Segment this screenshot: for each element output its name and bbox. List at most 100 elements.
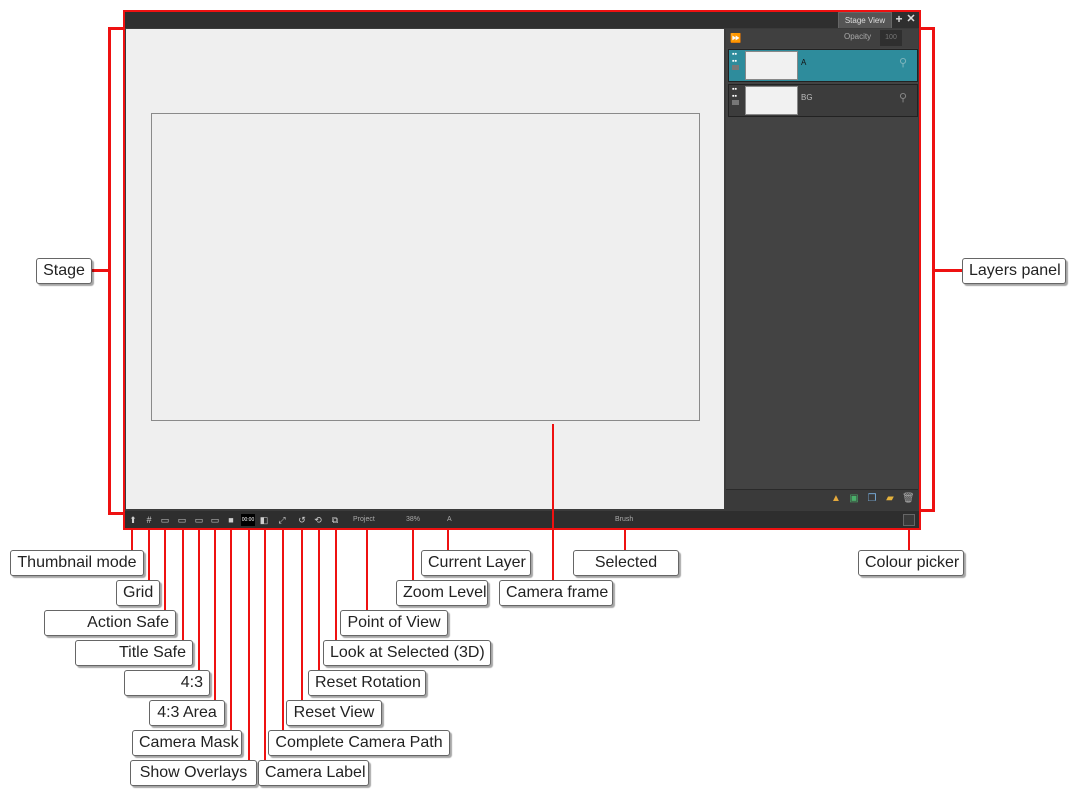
label-look-at-selected: Look at Selected (3D): [323, 640, 491, 666]
window-border-line: [123, 10, 921, 12]
layers-bracket-line: [932, 27, 935, 512]
label-camera-frame: Camera frame: [499, 580, 613, 606]
camera-frame-leader-line: [552, 424, 554, 581]
label-action-safe: Action Safe: [44, 610, 176, 636]
label-layers-panel: Layers panel: [962, 258, 1066, 284]
label-reset-rotation: Reset Rotation: [308, 670, 426, 696]
grid-icon[interactable]: #: [146, 515, 152, 525]
leader-line: [131, 530, 133, 551]
window-border-line: [123, 10, 125, 530]
leader-line: [301, 530, 303, 701]
layer-name: BG: [801, 93, 813, 102]
leader-line: [164, 530, 166, 611]
layer-lock-toggle-icon[interactable]: [732, 100, 739, 105]
layers-panel-header: ⏩ Opacity 100: [726, 29, 918, 48]
point-of-view-dropdown[interactable]: Project: [353, 516, 375, 523]
show-overlays-icon[interactable]: ◧: [259, 515, 269, 525]
import-icon[interactable]: ▰: [886, 493, 894, 504]
label-camera-mask: Camera Mask: [132, 730, 242, 756]
label-colour-picker: Colour picker: [858, 550, 964, 576]
layer-thumbnail: [745, 86, 798, 115]
layers-bracket-line: [920, 27, 935, 30]
leader-line: [198, 530, 200, 671]
layer-visibility-icon[interactable]: ▪▪▪▪: [732, 86, 737, 100]
view-titlebar: Stage View + ✕: [124, 10, 920, 28]
window-border-line: [123, 528, 921, 530]
window-border-line: [919, 10, 921, 530]
label-complete-camera-path: Complete Camera Path: [268, 730, 450, 756]
close-icon[interactable]: ✕: [906, 13, 916, 25]
label-current-layer: Current Layer: [421, 550, 531, 576]
label-reset-view: Reset View: [286, 700, 382, 726]
stage-bracket-line: [108, 512, 124, 515]
stage-bracket-line: [108, 27, 111, 515]
complete-camera-path-icon[interactable]: ⤢: [278, 515, 286, 525]
label-grid: Grid: [116, 580, 160, 606]
add-image-layer-icon[interactable]: ▣: [849, 493, 859, 504]
action-safe-icon[interactable]: ▭: [160, 515, 170, 525]
label-title-safe: Title Safe: [75, 640, 193, 666]
leader-line: [447, 530, 449, 551]
opacity-field[interactable]: 100: [880, 30, 902, 46]
current-layer-text: A: [447, 516, 452, 523]
stage-view-window: Stage View + ✕ ⏩ Opacity 100 ▪▪▪▪ A ⚲ ▪▪…: [124, 10, 920, 529]
camera-mask-icon[interactable]: ■: [228, 515, 234, 525]
four-three-area-icon[interactable]: ▭: [210, 515, 220, 525]
layer-row[interactable]: ▪▪▪▪ BG ⚲: [728, 84, 918, 117]
opacity-label: Opacity: [844, 32, 872, 41]
leader-line: [335, 530, 337, 641]
label-four-three: 4:3: [124, 670, 210, 696]
stage-leader-line: [92, 269, 109, 272]
reset-view-icon[interactable]: ↺: [298, 515, 306, 525]
expand-panel-icon[interactable]: ⏩: [730, 33, 742, 43]
leader-line: [282, 530, 284, 731]
layer-pin-icon[interactable]: ⚲: [899, 57, 908, 69]
label-selected: Selected: [573, 550, 679, 576]
layer-thumbnail: [745, 51, 798, 80]
layers-panel-footer: ▲ ▣ ❐ ▰ 🗑: [726, 489, 918, 510]
layers-bracket-line: [920, 509, 935, 512]
layer-pin-icon[interactable]: ⚲: [899, 92, 908, 104]
camera-label-icon[interactable]: 00:00: [241, 514, 255, 526]
layer-lock-toggle-icon[interactable]: [732, 65, 739, 70]
leader-line: [366, 530, 368, 611]
thumbnail-mode-icon[interactable]: ⬆: [129, 515, 137, 525]
label-four-three-area: 4:3 Area: [149, 700, 225, 726]
delete-layer-icon[interactable]: 🗑: [902, 493, 915, 504]
leader-line: [264, 530, 266, 761]
reset-rotation-icon[interactable]: ⟲: [314, 515, 322, 525]
look-at-selected-icon[interactable]: ⧉: [331, 515, 339, 525]
add-drawing-layer-icon[interactable]: ▲: [831, 493, 841, 504]
duplicate-layer-icon[interactable]: ❐: [867, 493, 877, 504]
tab-stage-view[interactable]: Stage View: [838, 12, 892, 28]
layer-row[interactable]: ▪▪▪▪ A ⚲: [728, 49, 918, 82]
colour-picker-swatch[interactable]: [903, 514, 915, 526]
label-point-of-view: Point of View: [340, 610, 448, 636]
layer-visibility-icon[interactable]: ▪▪▪▪: [732, 51, 737, 65]
title-safe-icon[interactable]: ▭: [177, 515, 187, 525]
label-show-overlays: Show Overlays: [130, 760, 257, 786]
add-view-icon[interactable]: +: [895, 12, 903, 26]
leader-line: [230, 530, 232, 731]
leader-line: [148, 530, 150, 581]
leader-line: [248, 530, 250, 761]
leader-line: [412, 530, 414, 581]
layer-handle[interactable]: ▪▪▪▪: [729, 50, 743, 81]
stage-bracket-line: [108, 27, 124, 30]
label-camera-label: Camera Label: [258, 760, 369, 786]
label-zoom-level: Zoom Level: [396, 580, 488, 606]
four-three-icon[interactable]: ▭: [194, 515, 204, 525]
leader-line: [624, 530, 626, 551]
stage[interactable]: [126, 29, 724, 509]
leader-line: [318, 530, 320, 671]
layer-handle[interactable]: ▪▪▪▪: [729, 85, 743, 116]
leader-line: [214, 530, 216, 701]
stage-toolbar: ⬆ # ▭ ▭ ▭ ▭ ■ 00:00 ◧ ⤢ ↺ ⟲ ⧉ Project 38…: [124, 511, 920, 529]
leader-line: [182, 530, 184, 641]
layer-name: A: [801, 58, 807, 67]
label-thumbnail-mode: Thumbnail mode: [10, 550, 144, 576]
zoom-level-dropdown[interactable]: 38%: [406, 516, 421, 523]
leader-line: [908, 530, 910, 551]
layers-leader-line: [935, 269, 962, 272]
label-stage: Stage: [36, 258, 92, 284]
